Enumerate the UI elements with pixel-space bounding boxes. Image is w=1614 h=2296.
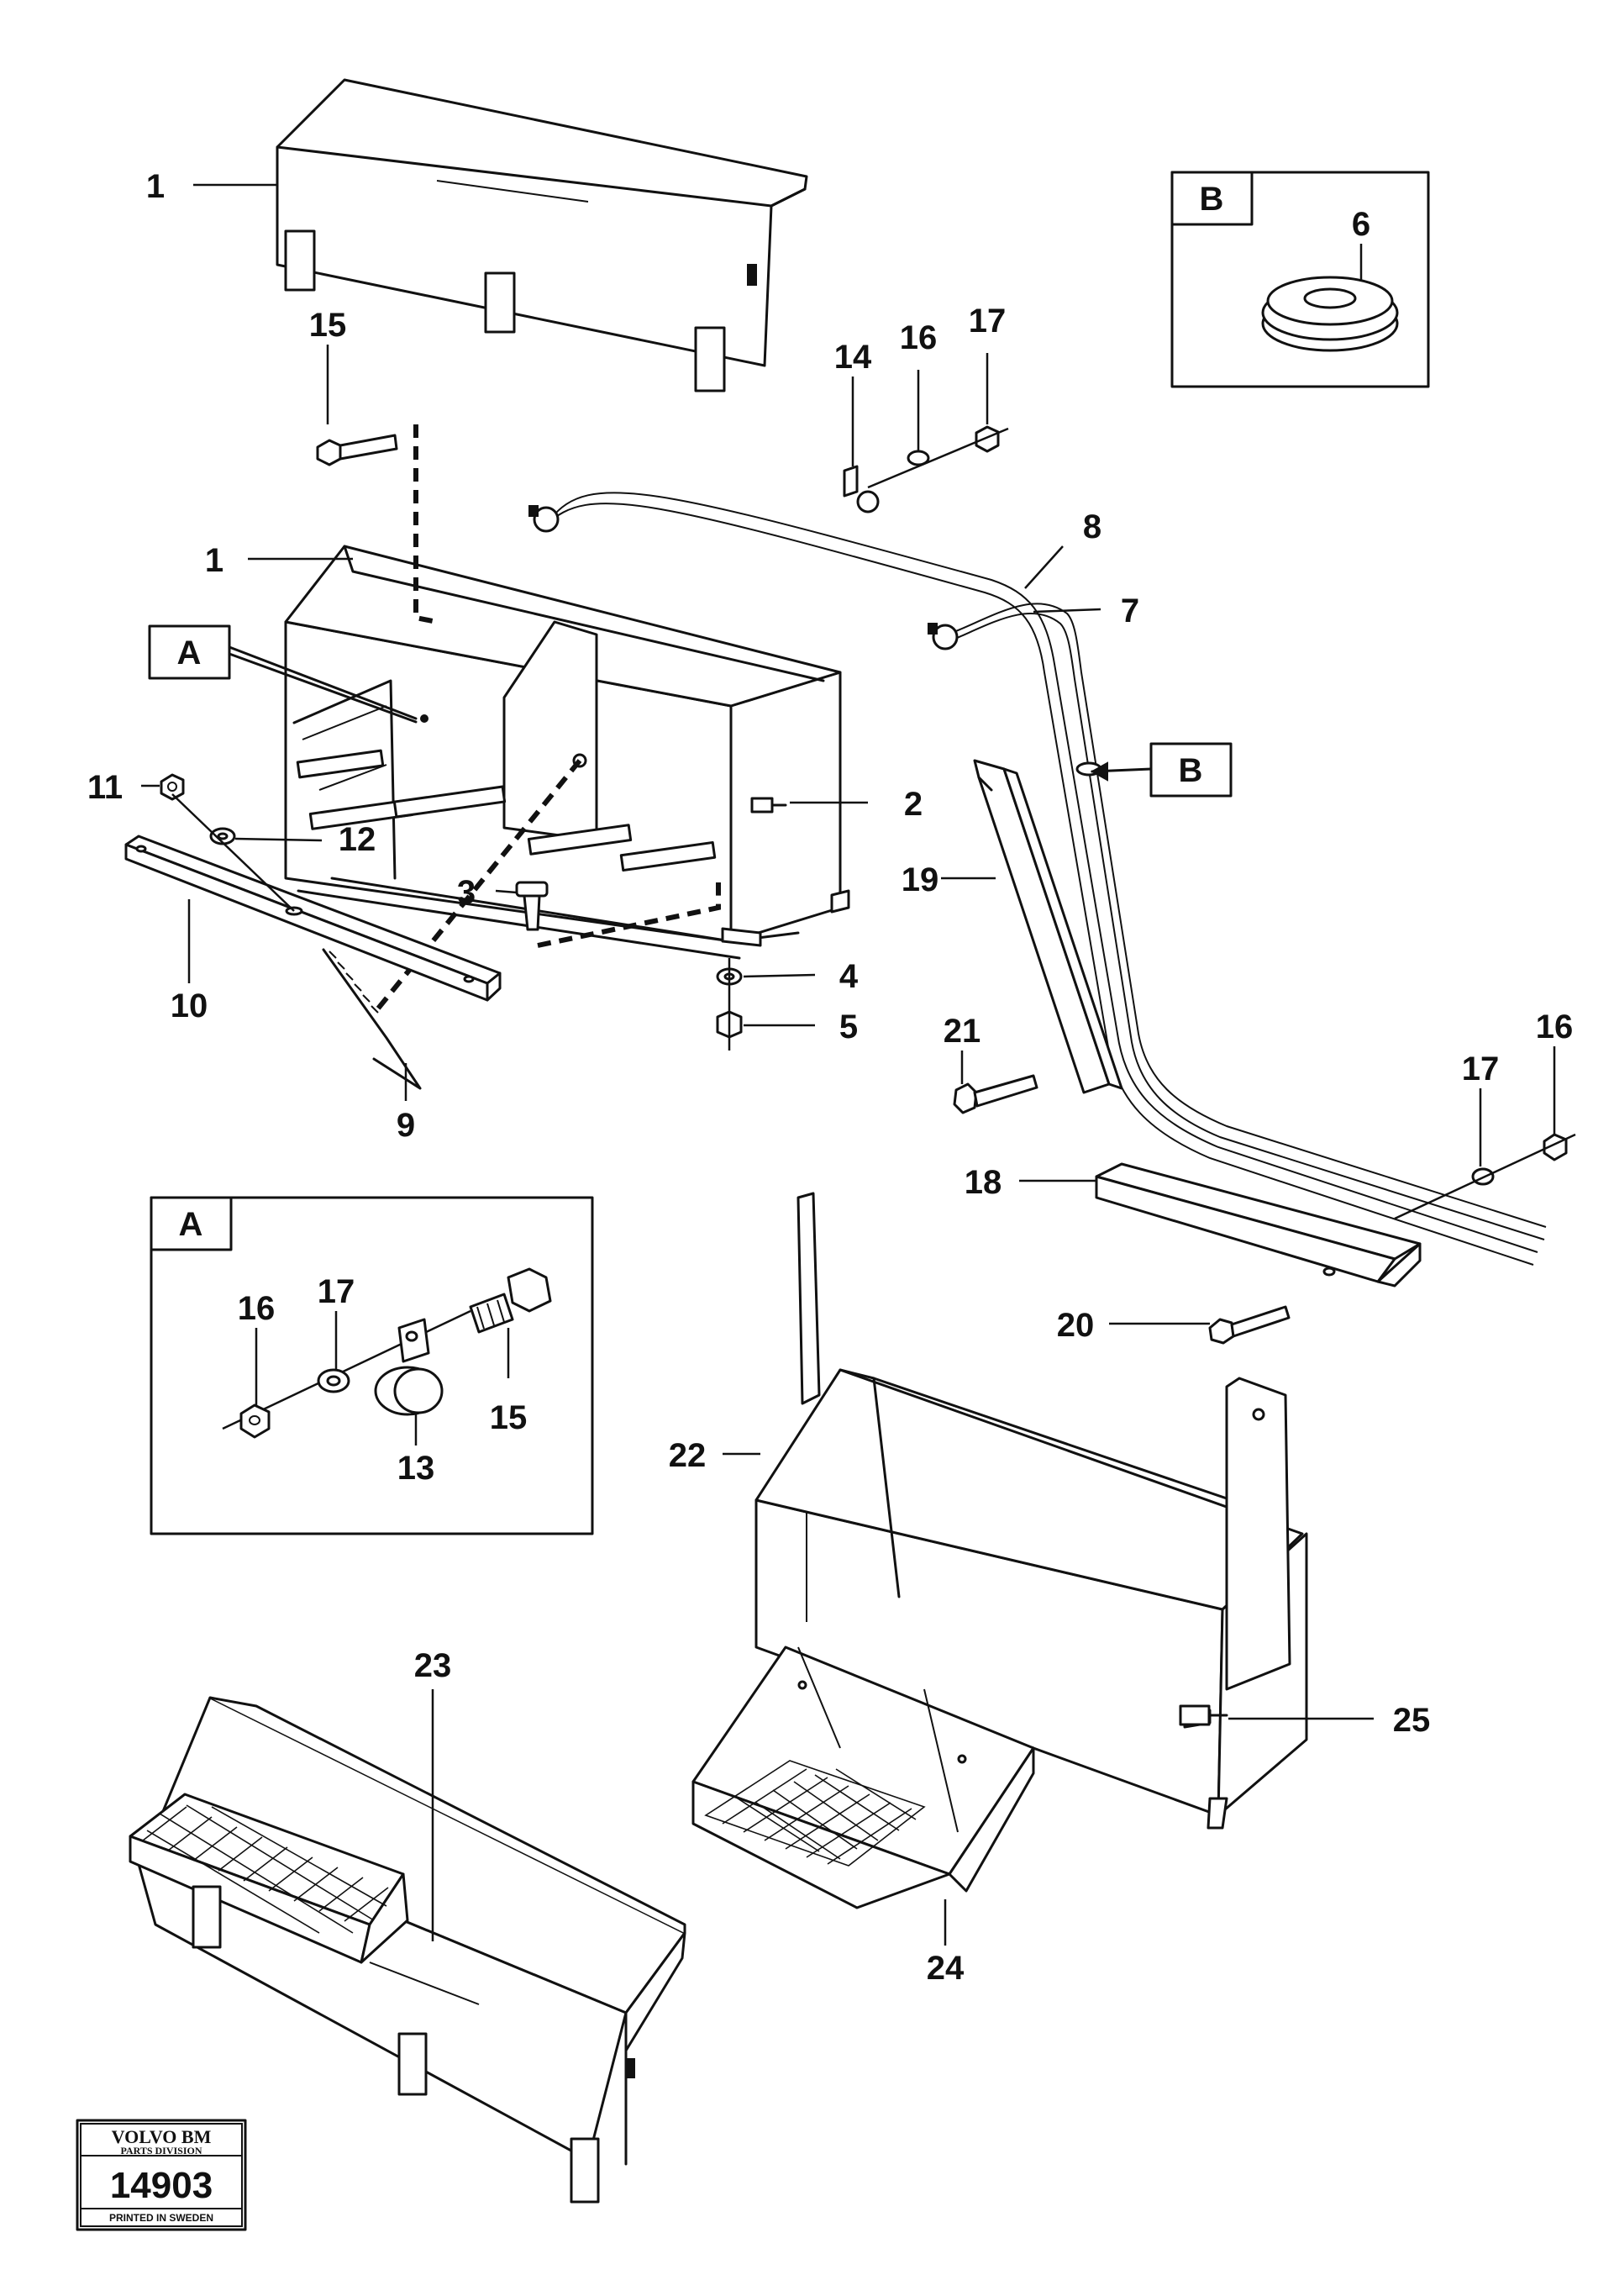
callout-18: 18 — [965, 1164, 1002, 1201]
step-cover-23 — [129, 1696, 686, 2204]
callout-17-top: 17 — [969, 303, 1007, 340]
callout-23: 23 — [414, 1647, 452, 1684]
detail-box-b: B — [1170, 171, 1430, 388]
detail-box-a-label: A — [179, 1206, 203, 1243]
callout-21: 21 — [944, 1013, 981, 1050]
callout-11: 11 — [87, 769, 123, 806]
callout-16-detail: 16 — [238, 1290, 276, 1327]
leader-lines — [141, 183, 1556, 1946]
assembly-line-3b — [537, 882, 721, 948]
bolt-20 — [1208, 1305, 1291, 1345]
logo-division: PARTS DIVISION — [120, 2145, 202, 2156]
bolt-3 — [515, 881, 549, 931]
callout-13: 13 — [397, 1450, 435, 1487]
ref-a-label: A — [177, 635, 202, 671]
axis-14 — [867, 427, 1009, 489]
callout-7: 7 — [1121, 592, 1139, 629]
bolt-21 — [953, 1074, 1038, 1114]
nut-11 — [160, 773, 185, 801]
callout-19: 19 — [902, 861, 939, 898]
detail-box-a: A — [150, 1196, 594, 1535]
callout-6: 6 — [1352, 206, 1370, 243]
callout-2: 2 — [904, 786, 923, 823]
ref-b-label: B — [1179, 752, 1203, 789]
callout-15-detail: 15 — [490, 1399, 528, 1436]
callout-1-top: 1 — [146, 168, 165, 205]
step-23-tread — [142, 1804, 389, 1934]
callout-numbers: 1 1 2 3 4 5 6 7 8 9 10 11 12 13 14 15 15… — [87, 168, 1573, 1987]
volvo-bm-logo-block: VOLVO BM PARTS DIVISION 14903 PRINTED IN… — [76, 2119, 247, 2231]
callout-17-detail: 17 — [318, 1273, 355, 1310]
step-24 — [691, 1646, 1035, 1909]
callout-16-right: 16 — [1536, 1008, 1574, 1045]
assembly-line-15 — [413, 424, 438, 624]
bolt-15-top — [316, 434, 398, 466]
callout-9: 9 — [397, 1107, 415, 1144]
callout-22: 22 — [669, 1437, 707, 1474]
washer-17-detail — [317, 1368, 350, 1393]
logo-brand: VOLVO BM — [112, 2126, 212, 2147]
grommet-6 — [1261, 276, 1399, 352]
callout-3: 3 — [457, 874, 476, 911]
rail-10 — [124, 835, 502, 1002]
spring-clip-9 — [322, 948, 422, 1090]
callout-1-box: 1 — [205, 542, 223, 579]
callout-14: 14 — [834, 339, 872, 376]
step-24-tread — [704, 1760, 926, 1867]
ref-box-a: A — [148, 624, 418, 724]
callout-4: 4 — [839, 958, 859, 995]
callout-16-top: 16 — [900, 319, 938, 356]
axis-11 — [171, 793, 295, 912]
callout-10: 10 — [171, 987, 208, 1024]
top-cover — [276, 78, 808, 392]
nut-17-top — [975, 425, 1000, 453]
logo-printed: PRINTED IN SWEDEN — [109, 2212, 213, 2224]
bracket-19 — [973, 759, 1123, 1094]
callout-15-top: 15 — [309, 307, 347, 344]
callout-8: 8 — [1083, 508, 1101, 545]
axis-right — [1394, 1133, 1576, 1220]
callout-24: 24 — [927, 1950, 965, 1987]
clip-14 — [843, 465, 880, 513]
ref-box-b: B — [1090, 742, 1233, 798]
detail-box-b-label: B — [1200, 181, 1224, 218]
bolt-15-detail — [469, 1267, 552, 1334]
callout-20: 20 — [1057, 1307, 1095, 1344]
logo-number: 14903 — [110, 2165, 213, 2206]
callout-17-right: 17 — [1462, 1051, 1500, 1087]
callout-5: 5 — [839, 1008, 858, 1045]
callout-25: 25 — [1393, 1702, 1431, 1739]
cables — [528, 492, 1547, 1266]
nut-16-detail — [239, 1403, 271, 1439]
latch-25 — [1179, 1704, 1228, 1726]
main-tool-box — [284, 545, 850, 960]
callout-12: 12 — [339, 821, 376, 858]
clip-13-detail — [374, 1318, 444, 1416]
plate-18 — [1095, 1162, 1422, 1288]
